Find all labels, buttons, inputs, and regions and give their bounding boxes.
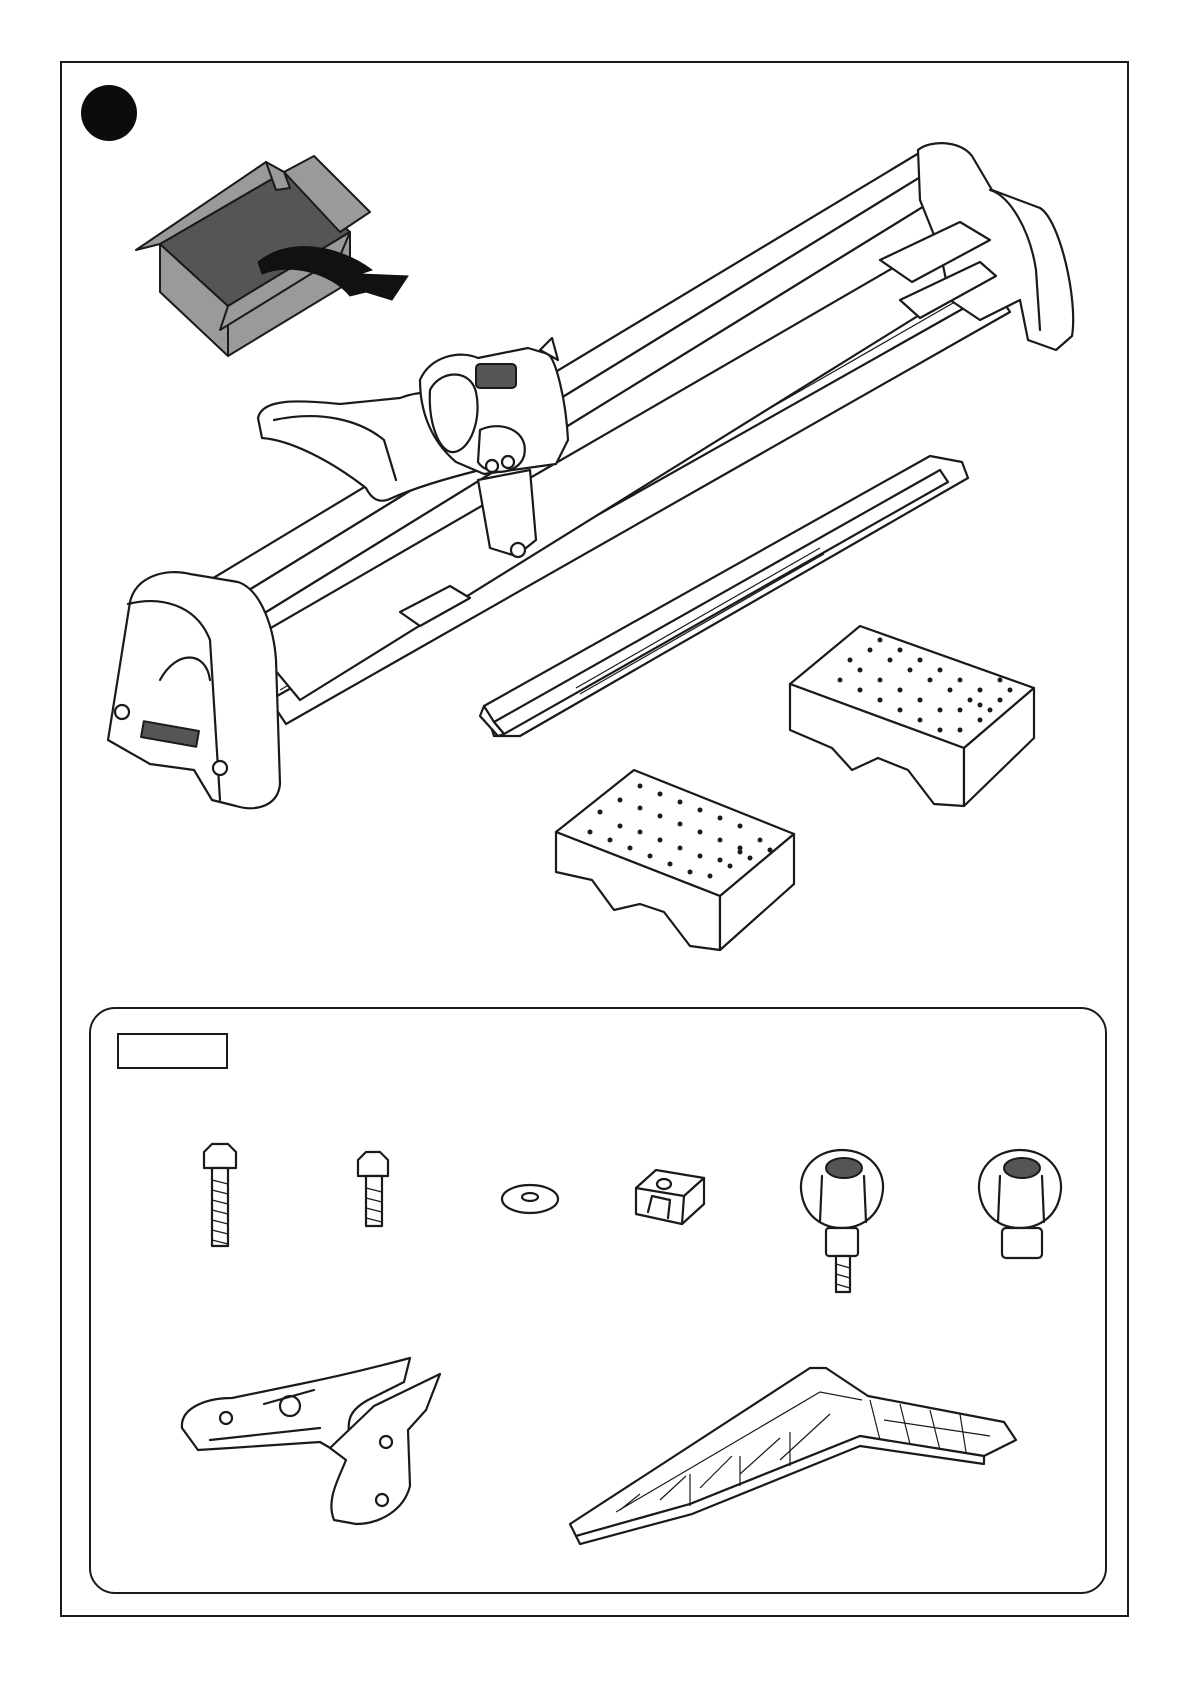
parts-label-box (117, 1033, 228, 1069)
parts-panel (89, 1007, 1107, 1594)
open-box-icon (136, 156, 408, 356)
unboxing-illustration (0, 0, 1191, 1000)
support-pad-left (556, 770, 794, 950)
support-pad-right (790, 552, 1034, 806)
